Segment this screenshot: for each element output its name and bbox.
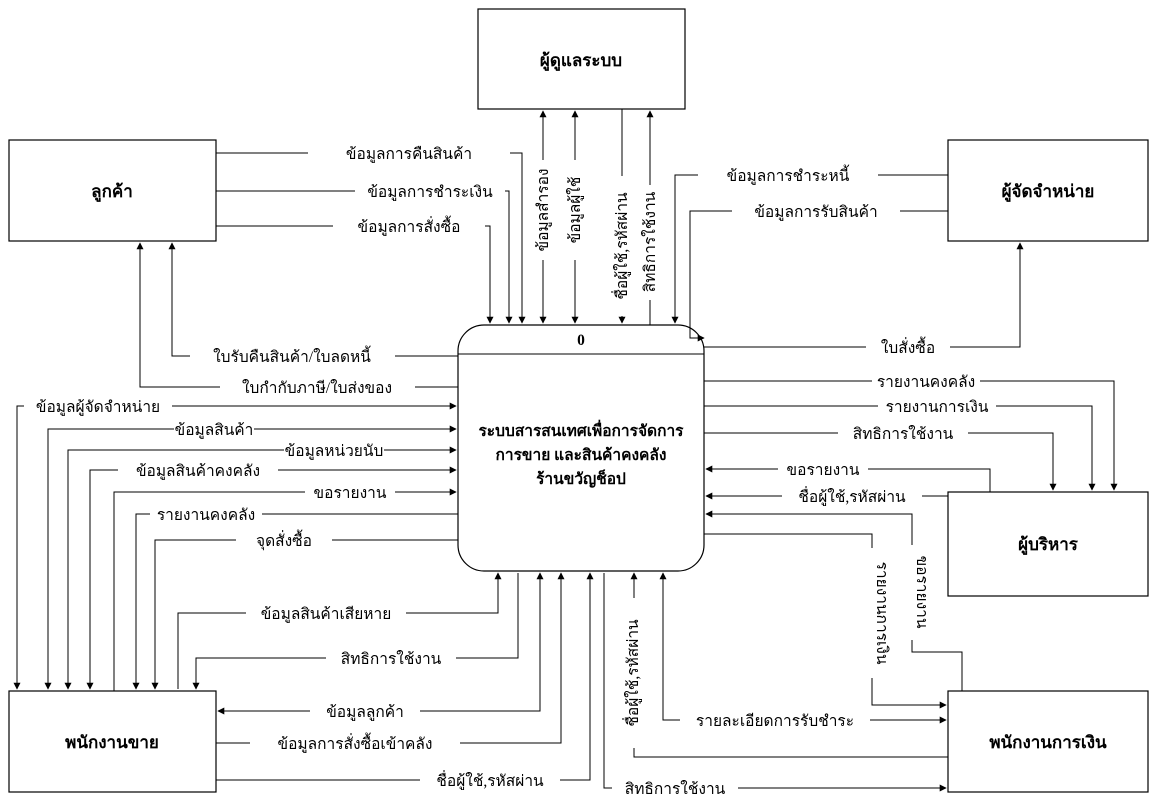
entity-sales-staff: พนักงานขาย [8,690,217,793]
flow-label-sales-customer-data: ข้อมูลลูกค้า [326,704,404,722]
flow-label-sales-login: ชื่อผู้ใช้,รหัสผ่าน [436,770,544,791]
process-0: 0 ระบบสารสนเทศเพื่อการจัดการ การขาย และส… [457,324,705,572]
flow-label-sales-request-report: ขอรายงาน [314,485,387,502]
flow-finance-report: รายงานการเงิน [704,533,947,709]
flow-label-supplier-receive-goods: ข้อมูลการรับสินค้า [754,204,877,222]
entity-admin: ผู้ดูแลระบบ [477,8,686,110]
flow-label-sales-permission: สิทธิการใช้งาน [341,650,442,668]
flow-label-sales-stock-data: ข้อมูลสินค้าคงคลัง [136,463,260,481]
flow-label-admin-backup: ข้อมูลสำรอง [535,169,553,252]
flow-label-finance-payment-detail: รายละเอียดการรับชำระ [696,713,854,730]
flow-label-exec-permission: สิทธิการใช้งาน [853,425,954,443]
flow-sales-reorder-point: จุดสั่งซื้อ [151,529,458,690]
flow-label-customer-order: ข้อมูลการสั่งซื้อ [358,215,461,237]
flow-sales-login: ชื่อผู้ใช้,รหัสผ่าน [216,572,594,791]
flow-finance-login: ชื่อผู้ใช้,รหัสผ่าน [622,572,948,758]
flow-supplier-receive-goods: ข้อมูลการรับสินค้า [689,202,948,342]
flow-label-sales-inventory-report: รายงานคงคลัง [157,507,255,524]
flow-label-customer-payment: ข้อมูลการชำระเงิน [367,184,493,202]
flow-admin-user: ข้อมูลผู้ใช้ [566,110,585,324]
flow-label-exec-login: ชื่อผู้ใช้,รหัสผ่าน [798,486,906,507]
entity-executive-label: ผู้บริหาร [1018,535,1079,556]
flow-label-exec-finance-report: รายงานการเงิน [886,399,989,416]
entity-supplier-label: ผู้จัดจำหน่าย [1002,182,1095,203]
flow-finance-permission: สิทธิการใช้งาน [603,573,947,796]
flow-sales-stock-data: ข้อมูลสินค้าคงคลัง [86,461,457,690]
flow-label-sales-product-data: ข้อมูลสินค้า [175,422,254,440]
flow-sales-inventory-report: รายงานคงคลัง [132,505,458,690]
flow-label-exec-inventory-report: รายงานคงคลัง [877,374,975,391]
flow-label-finance-report: รายงานการเงิน [873,562,890,665]
flow-label-customer-return: ข้อมูลการคืนสินค้า [346,145,472,164]
flow-sales-supplier-data: ข้อมูลผู้จัดจำหน่าย [13,397,457,690]
process-number: 0 [577,332,585,349]
flow-sales-request-report: ขอรายงาน [113,483,457,691]
entity-executive: ผู้บริหาร [947,491,1149,597]
flow-label-admin-user: ข้อมูลผู้ใช้ [566,177,585,244]
flow-customer-return: ข้อมูลการคืนสินค้า [216,144,526,324]
flow-label-exec-request-report: ขอรายงาน [787,462,860,479]
entity-admin-label: ผู้ดูแลระบบ [540,51,622,72]
flow-label-supplier-debt-payment: ข้อมูลการชำระหนี้ [727,164,850,186]
flow-sales-customer-data: ข้อมูลลูกค้า [217,572,544,722]
flow-exec-finance-report: รายงานการเงิน [704,397,1096,491]
flow-finance-request-report: ขอรายงาน [705,510,963,691]
entity-finance-staff-label: พนักงานการเงิน [989,733,1107,752]
flow-admin-backup: ข้อมูลสำรอง [534,110,553,324]
flow-exec-login: ชื่อผู้ใช้,รหัสผ่าน [705,486,948,507]
flow-return-receipt: ใบรับคืนสินค้า/ใบลดหนี้ [168,242,458,366]
flow-admin-permission: สิทธิการใช้งาน [641,110,659,325]
flow-label-admin-login: ชื่อผู้ใช้,รหัสผ่าน [611,192,632,300]
flow-exec-request-report: ขอรายงาน [705,460,991,492]
process-name-line1: ระบบสารสนเทศเพื่อการจัดการ [478,419,684,440]
flow-sales-product-data: ข้อมูลสินค้า [44,420,457,690]
entity-sales-staff-label: พนักงานขาย [65,733,159,752]
flow-label-tax-invoice: ใบกำกับภาษี/ใบส่งของ [242,379,392,397]
flow-label-return-receipt: ใบรับคืนสินค้า/ใบลดหนี้ [213,345,371,366]
entity-finance-staff: พนักงานการเงิน [947,690,1149,793]
flow-label-finance-request-report: ขอรายงาน [913,556,930,629]
flow-sales-stock-order: ข้อมูลการสั่งซื้อเข้าคลัง [216,572,565,754]
flow-customer-order: ข้อมูลการสั่งซื้อ [216,215,494,324]
flow-sales-unit-data: ข้อมูลหน่วยนับ [64,441,457,690]
flow-exec-inventory-report: รายงานคงคลัง [704,372,1118,491]
flow-label-sales-unit-data: ข้อมูลหน่วยนับ [285,443,384,461]
flow-finance-payment-detail: รายละเอียดการรับชำระ [659,572,947,730]
process-name-line2: การขาย และสินค้าคงคลัง [496,446,667,464]
flow-admin-login: ชื่อผู้ใช้,รหัสผ่าน [611,109,632,324]
flow-label-finance-permission: สิทธิการใช้งาน [625,780,726,796]
flow-label-sales-reorder-point: จุดสั่งซื้อ [256,529,312,551]
flow-purchase-order: ใบสั่งซื้อ [704,242,1024,357]
flow-label-purchase-order: ใบสั่งซื้อ [881,336,935,357]
flow-label-sales-damaged-goods: ข้อมูลสินค้าเสียหาย [261,606,392,624]
flow-label-finance-login: ชื่อผู้ใช้,รหัสผ่าน [622,619,643,727]
process-name-line3: ร้านขวัญช็อป [536,468,626,488]
flow-sales-permission: สิทธิการใช้งาน [192,573,519,690]
flow-tax-invoice: ใบกำกับภาษี/ใบส่งของ [136,242,458,397]
entity-customer-label: ลูกค้า [91,182,133,203]
flow-supplier-debt-payment: ข้อมูลการชำระหนี้ [671,164,948,324]
flow-label-sales-supplier-data: ข้อมูลผู้จัดจำหน่าย [36,399,160,417]
entity-customer: ลูกค้า [8,139,217,242]
flow-label-admin-permission: สิทธิการใช้งาน [641,191,659,292]
flow-exec-permission: สิทธิการใช้งาน [704,424,1057,491]
flow-label-sales-stock-order: ข้อมูลการสั่งซื้อเข้าคลัง [278,732,433,754]
flow-sales-damaged-goods: ข้อมูลสินค้าเสียหาย [177,572,502,689]
flow-customer-payment: ข้อมูลการชำระเงิน [216,182,513,324]
entity-supplier: ผู้จัดจำหน่าย [947,139,1149,242]
